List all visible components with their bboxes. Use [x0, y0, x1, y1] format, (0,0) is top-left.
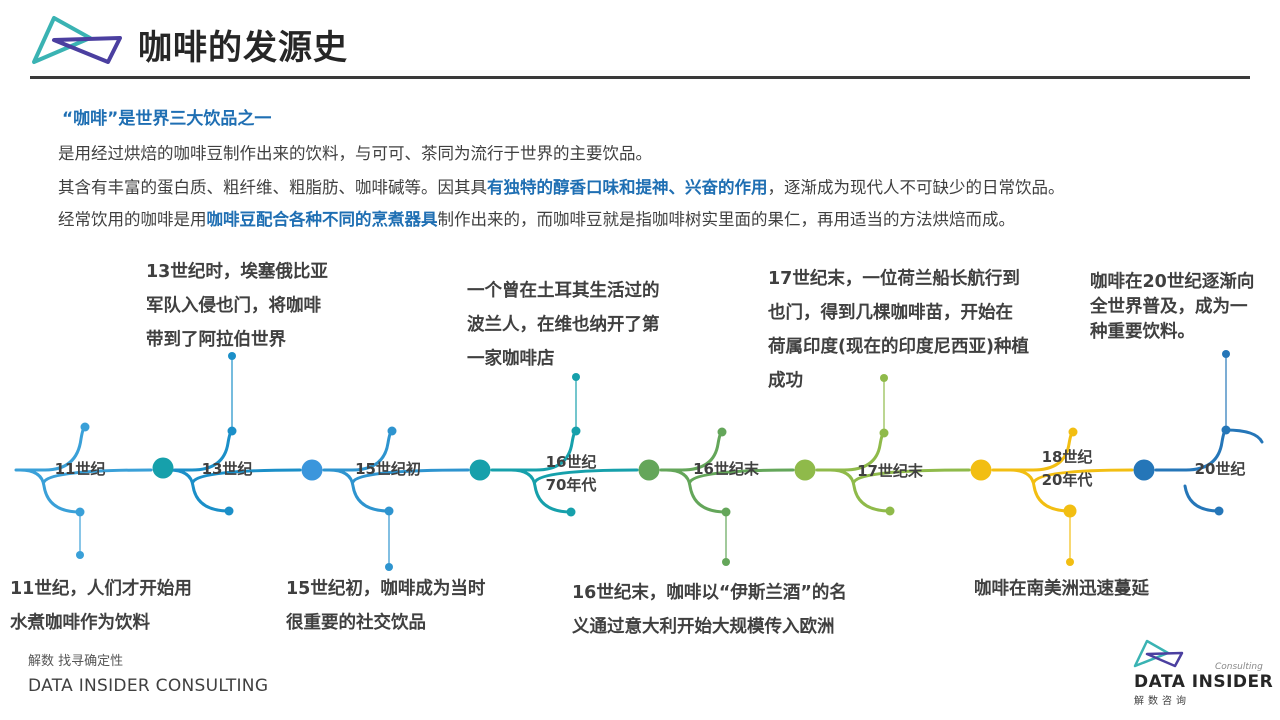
intro-line-3: 经常饮用的咖啡是用咖啡豆配合各种不同的烹煮器具制作出来的，而咖啡豆就是指咖啡树实… [58, 210, 1015, 229]
event-13th-century: 13世纪时，埃塞俄比亚军队入侵也门，将咖啡带到了阿拉伯世界 [146, 262, 328, 350]
timeline-dot [970, 459, 992, 481]
arc-end-dot [885, 506, 895, 516]
timeline-arc-bottom [1008, 468, 1134, 513]
intro-line-2: 其含有丰富的蛋白质、粗纤维、粗脂肪、咖啡碱等。因其具有独特的醇香口味和提神、兴奋… [58, 178, 1065, 197]
brand-name: DATA INSIDER [1134, 672, 1274, 692]
connector-end-dot [385, 563, 393, 571]
node-label-13th-century: 13世纪 [201, 460, 253, 478]
timeline-arc-end [1183, 428, 1264, 513]
arc-end-dot [224, 506, 234, 516]
arc-end-dot [387, 426, 397, 436]
timeline-dot [301, 459, 323, 481]
intro-line-1: 是用经过烘焙的咖啡豆制作出来的饮料，与可可、茶同为流行于世界的主要饮品。 [58, 144, 652, 163]
event-11th-century: 11世纪，人们才开始用水煮咖啡作为饮料 [10, 579, 192, 633]
timeline-dot [1133, 459, 1155, 481]
connector-end-dot [76, 551, 84, 559]
arc-end-dot [1068, 427, 1078, 437]
brand-consulting-label: Consulting [1215, 662, 1263, 672]
timeline-arc-bottom [664, 468, 795, 514]
node-label-17th-century-end: 17世纪末 [857, 462, 923, 480]
connector-end-dot [228, 352, 236, 360]
page-title: 咖啡的发源史 [138, 28, 348, 68]
arc-end-dot [80, 422, 90, 432]
connector-end-dot [1066, 558, 1074, 566]
timeline-arc-bottom [18, 468, 153, 514]
event-18th-century-20s: 咖啡在南美洲迅速蔓延 [974, 579, 1149, 599]
timeline-dot [469, 459, 491, 481]
arc-end-dot [566, 507, 576, 517]
connector-end-dot [722, 558, 730, 566]
event-16th-century-end: 16世纪末，咖啡以“伊斯兰酒”的名义通过意大利开始大规模传入欧洲 [572, 583, 847, 637]
timeline-arc-bottom [828, 468, 971, 513]
node-label-16th-century-end: 16世纪末 [693, 460, 759, 478]
event-15th-century-early: 15世纪初，咖啡成为当时很重要的社交饮品 [286, 579, 486, 633]
arc-end-dot [1214, 506, 1224, 516]
arc-end-dot [717, 427, 727, 437]
event-20th-century: 咖啡在20世纪逐渐向全世界普及，成为一种重要饮料。 [1090, 272, 1255, 342]
timeline-arc-bottom [167, 468, 302, 513]
brand-chinese-name: 解数咨询 [1134, 696, 1190, 707]
node-label-15th-century-early: 15世纪初 [355, 460, 421, 478]
timeline-dot [794, 459, 816, 481]
timeline-arc-bottom [327, 468, 470, 513]
connector-end-dot [880, 374, 888, 382]
footer-company-name: DATA INSIDER CONSULTING [28, 676, 269, 696]
footer-tagline: 解数 找寻确定性 [28, 654, 124, 669]
event-17th-century-end: 17世纪末，一位荷兰船长航行到也门，得到几棵咖啡苗，开始在荷属印度(现在的印度尼… [768, 269, 1029, 391]
timeline-arc-bottom [509, 468, 639, 514]
title-divider [30, 76, 1250, 79]
node-label-11th-century: 11世纪 [54, 460, 106, 478]
node-label-20th-century: 20世纪 [1194, 460, 1246, 478]
brand-logo-icon [1133, 639, 1184, 668]
connector-end-dot [1222, 350, 1230, 358]
timeline-dot [638, 459, 660, 481]
event-16th-century-70s: 一个曾在土耳其生活过的波兰人，在维也纳开了第一家咖啡店 [467, 281, 660, 369]
intro-subtitle: “咖啡”是世界三大饮品之一 [62, 109, 272, 129]
intro-highlight-2: 咖啡豆配合各种不同的烹煮器具 [206, 210, 438, 229]
intro-highlight-1: 有独特的醇香口味和提神、兴奋的作用 [487, 178, 768, 197]
connector-end-dot [572, 373, 580, 381]
timeline-dot [152, 457, 174, 479]
logo-triangles-icon [32, 16, 122, 64]
